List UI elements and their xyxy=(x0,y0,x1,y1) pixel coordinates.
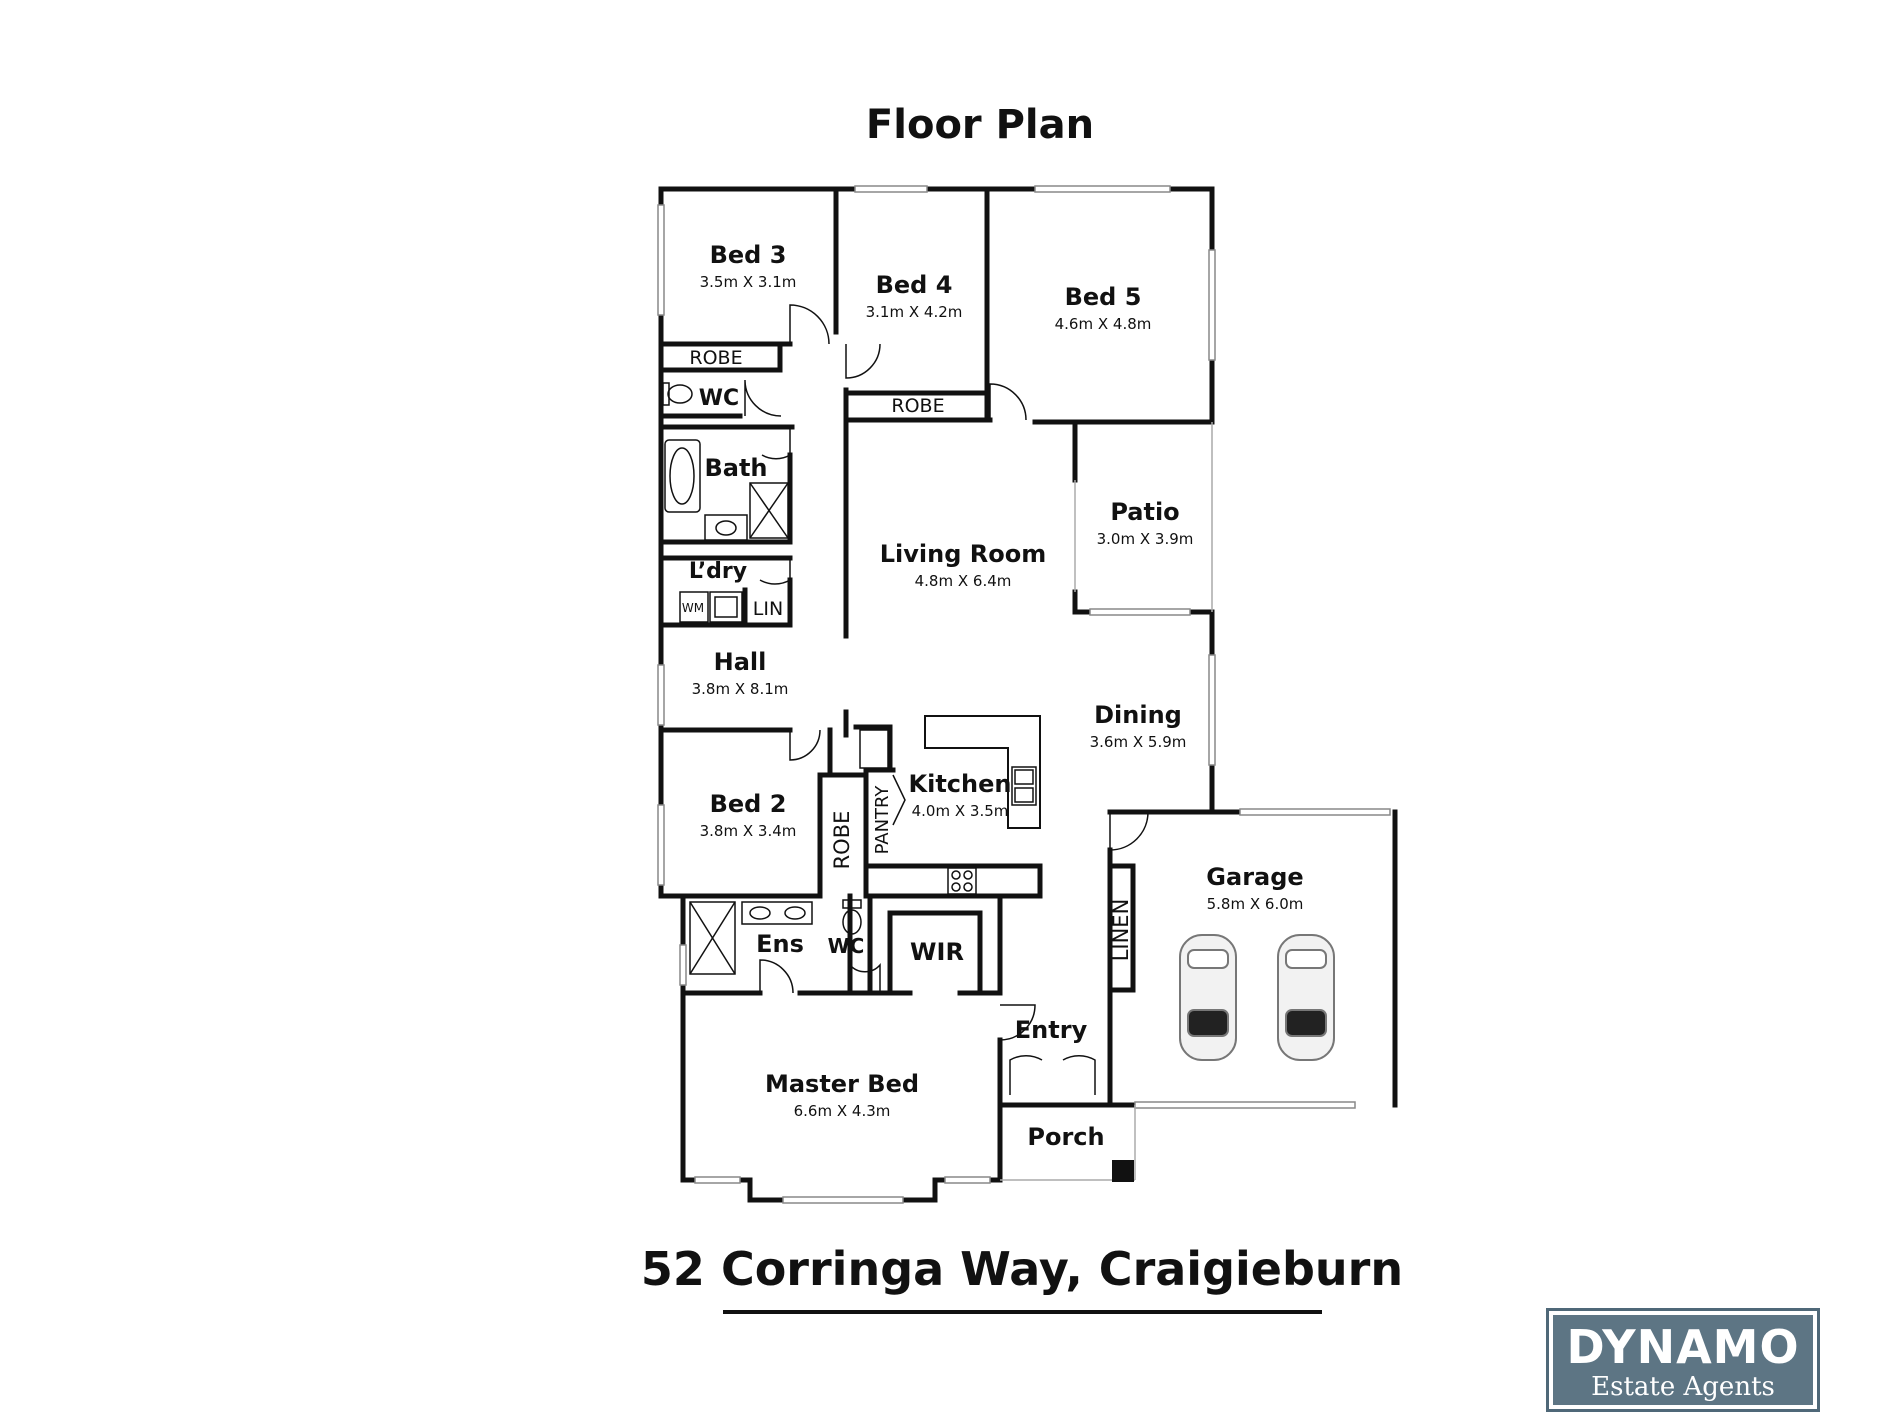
room-name: Bed 4 xyxy=(876,271,953,299)
room-dimensions: 4.8m X 6.4m xyxy=(915,572,1012,590)
room-name: ROBE xyxy=(689,347,742,369)
room-name: LINEN xyxy=(1109,899,1133,962)
porch-post xyxy=(1112,1160,1134,1182)
room-dimensions: 4.6m X 4.8m xyxy=(1055,315,1152,333)
room-name: WIR xyxy=(910,938,964,966)
room-name: Bed 2 xyxy=(710,790,787,818)
room-name: LIN xyxy=(753,598,783,620)
room-name: Bed 5 xyxy=(1065,283,1142,311)
page-title: Floor Plan xyxy=(866,102,1094,148)
room-labels: Bed 3 3.5m X 3.1m Bed 4 3.1m X 4.2m Bed … xyxy=(682,241,1304,1151)
sink-icon xyxy=(1011,766,1037,806)
room-name: PANTRY xyxy=(872,785,893,855)
room-name: Kitchen xyxy=(909,770,1012,798)
room-dimensions: 5.8m X 6.0m xyxy=(1207,895,1304,913)
shower-icon xyxy=(749,482,789,539)
property-address: 52 Corringa Way, Craigieburn xyxy=(641,1242,1403,1296)
room-name: Hall xyxy=(714,648,767,676)
car-icon xyxy=(1277,934,1335,1061)
room-dimensions: 3.5m X 3.1m xyxy=(700,273,797,291)
room-dimensions: 3.0m X 3.9m xyxy=(1097,530,1194,548)
room-name: L’dry xyxy=(689,559,747,584)
room-name: WC xyxy=(699,386,739,411)
room-name: Entry xyxy=(1015,1016,1088,1044)
room-name: Ens xyxy=(756,930,804,958)
room-name: Bed 3 xyxy=(710,241,787,269)
room-name: Dining xyxy=(1094,701,1182,729)
room-dimensions: 3.6m X 5.9m xyxy=(1090,733,1187,751)
room-name: Living Room xyxy=(880,540,1046,568)
room-name: WC xyxy=(828,934,865,958)
room-name: Master Bed xyxy=(765,1070,919,1098)
room-name: Porch xyxy=(1027,1123,1104,1151)
toilet-icon xyxy=(662,382,693,406)
room-name: Garage xyxy=(1206,863,1303,891)
room-dimensions: 6.6m X 4.3m xyxy=(794,1102,891,1120)
room-dimensions: 4.0m X 3.5m xyxy=(912,802,1009,820)
room-name: ROBE xyxy=(830,811,854,870)
room-name: Bath xyxy=(704,454,767,482)
room-dimensions: 3.8m X 8.1m xyxy=(692,680,789,698)
cooktop-icon xyxy=(947,867,977,895)
basin-icon xyxy=(704,514,748,541)
fixtures xyxy=(662,382,1041,975)
windows xyxy=(657,185,1391,1204)
brand-tagline: Estate Agents xyxy=(1591,1372,1775,1402)
bathtub-icon xyxy=(664,439,701,513)
door-swings xyxy=(744,304,1149,1095)
room-dimensions: 3.8m X 3.4m xyxy=(700,822,797,840)
brand-name: DYNAMO xyxy=(1566,1320,1800,1374)
room-name: Patio xyxy=(1110,498,1179,526)
agency-logo: DYNAMO Estate Agents xyxy=(1546,1308,1820,1412)
room-name: WM xyxy=(682,601,704,615)
room-dimensions: 3.1m X 4.2m xyxy=(866,303,963,321)
room-name: ROBE xyxy=(891,395,944,417)
car-icon xyxy=(1179,934,1237,1061)
